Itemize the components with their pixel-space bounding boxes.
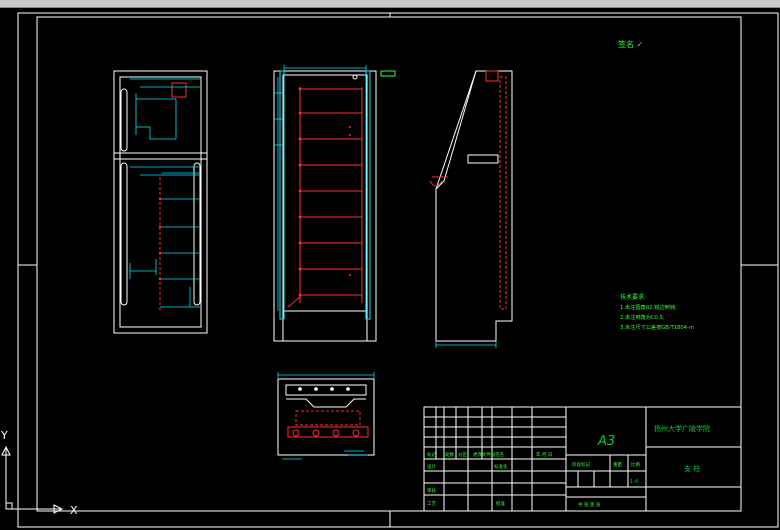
side-view[interactable]	[273, 65, 396, 342]
scale-value: 1:4	[630, 479, 638, 485]
cell-zone: 分区	[458, 451, 467, 458]
cell-mark: 标记	[427, 451, 436, 458]
cell-doc-no: 更改文件号	[473, 451, 496, 458]
cell-count: 处数	[445, 451, 454, 458]
ucs-y-label: Y	[0, 429, 8, 442]
cell-approve: 批准	[496, 500, 505, 507]
technical-notes: 技术要求: 1.未注圆角R2,锐边倒钝; 2.未注倒角为C0.5; 3.未注尺寸…	[620, 293, 694, 331]
notes-heading: 技术要求:	[620, 293, 646, 301]
cell-stage-mark: 阶段标记	[572, 461, 590, 468]
format-label: A3	[597, 434, 615, 449]
front-view[interactable]	[113, 70, 208, 334]
notes-line-3: 3.未注尺寸公差按GB/T1804-m	[620, 323, 694, 331]
toolbar-strip	[0, 0, 780, 8]
cell-date: 年.月.日	[536, 451, 552, 458]
cell-sign: 签名	[495, 451, 504, 458]
cell-sheets: 共 张 第 张	[578, 501, 601, 508]
section-view[interactable]	[429, 70, 513, 348]
drawing-canvas[interactable]: 签名 ✓	[0, 7, 780, 530]
top-view[interactable]	[277, 372, 375, 460]
ucs-x-label: X	[70, 504, 78, 517]
cell-weight: 重量	[613, 461, 622, 468]
inner-border	[36, 16, 742, 512]
cell-design: 设计	[427, 463, 436, 470]
title-block[interactable]	[423, 406, 742, 512]
check-mark-text: 签名 ✓	[618, 39, 643, 49]
title-block-text: A3 扬州大学广陵学院 支 柱 1:4 标记 处数 分区 更改文件号 签名 年.…	[427, 424, 710, 508]
ucs-icon: Y X	[0, 429, 78, 517]
cell-standard: 标准化	[494, 463, 508, 470]
cell-review: 审核	[427, 487, 436, 494]
cell-ratio: 比例	[631, 461, 640, 468]
notes-line-1: 1.未注圆角R2,锐边倒钝;	[620, 303, 677, 311]
outer-frame	[17, 12, 779, 528]
notes-line-2: 2.未注倒角为C0.5;	[620, 313, 665, 321]
part-name: 支 柱	[684, 464, 700, 473]
school-name: 扬州大学广陵学院	[654, 424, 710, 433]
cell-process: 工艺	[427, 501, 436, 507]
